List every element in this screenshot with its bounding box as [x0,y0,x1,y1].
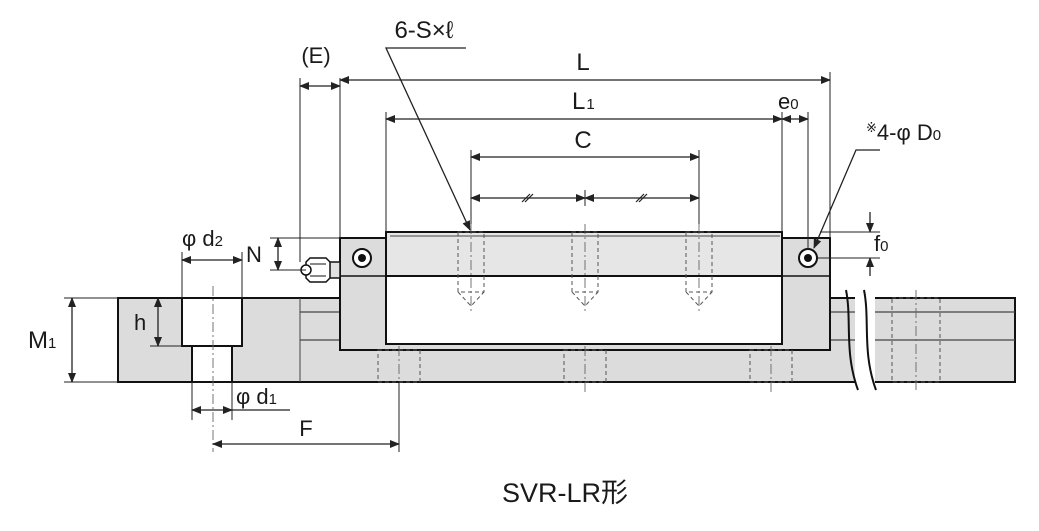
leader-d0 [813,149,880,249]
hex-socket-bolt-icon [352,248,372,268]
label-l1: L1 [572,88,595,115]
break-line-icon [845,289,859,391]
label-e0: e0 [778,89,799,114]
leader-hole-spec [384,47,471,231]
label-c: C [574,127,591,154]
break-line-icon [863,289,877,391]
through-hole [191,345,233,383]
block-window [385,275,783,345]
block-top-plate [385,231,783,277]
counterbore [181,297,243,347]
grease-nipple-icon [300,257,341,283]
hex-socket-bolt-icon [798,248,818,268]
label-l: L [576,49,589,76]
label-f: F [299,416,312,441]
label-d0: ※4-φ D0 [866,120,941,145]
label-e: (E) [301,43,330,68]
dimensions [64,47,880,452]
drawing-caption: SVR-LR形 [502,478,628,508]
tapped-hole-left [457,224,485,312]
label-d2: φ d2 [182,226,223,251]
rail-mount-hole [181,286,243,452]
label-d1: φ d1 [236,384,277,409]
label-m1: M1 [28,327,56,354]
block-tapped-holes [457,224,713,312]
label-n: N [246,242,262,267]
labels: (E) 6-S×ℓ L L1 e0 C ※4-φ D0 φ d2 N f0 M1… [28,17,941,508]
label-hole-spec: 6-S×ℓ [394,17,453,44]
label-h: h [134,310,146,335]
tapped-hole-right [685,224,713,312]
tapped-hole-center [571,224,599,312]
label-f0: f0 [874,231,888,256]
